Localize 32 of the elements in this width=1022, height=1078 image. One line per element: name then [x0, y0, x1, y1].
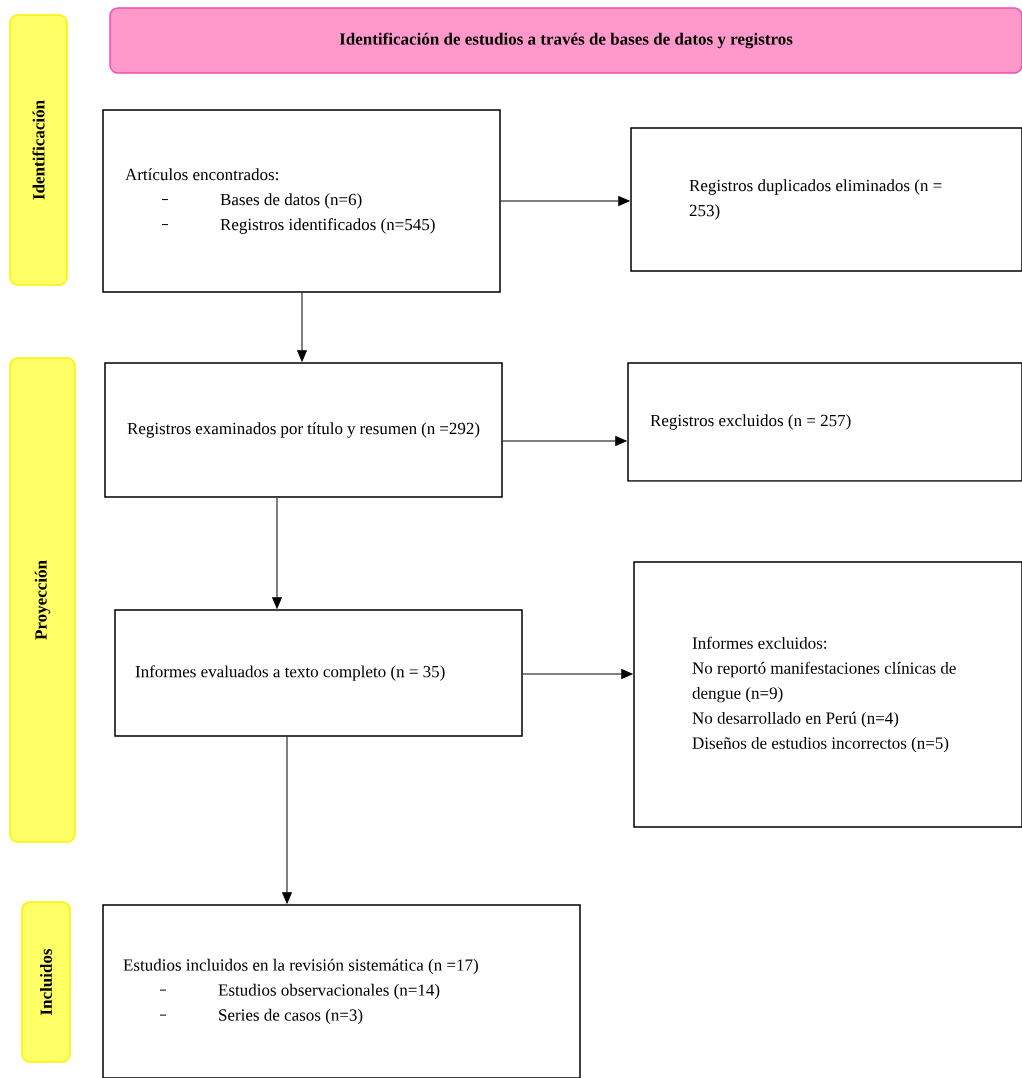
- process-box: [630, 127, 1022, 272]
- node-label: Informes evaluados a texto completo (n = 35): [135, 665, 445, 681]
- node-label: Diseños de estudios incorrectos (n=5): [692, 736, 949, 753]
- process-box: [114, 609, 523, 737]
- process-box: [633, 561, 1022, 828]
- node-label: Informes excluidos:: [692, 636, 827, 649]
- node-label: Artículos encontrados:: [125, 168, 279, 181]
- arrow: [272, 497, 282, 609]
- process-box: [104, 362, 503, 498]
- arrow: [522, 669, 633, 679]
- node-label: Estudios incluidos en la revisión sistemática (n =17): [123, 958, 478, 975]
- phase-label: [9, 14, 68, 286]
- phase-label: [21, 901, 71, 1063]
- arrow: [282, 736, 292, 904]
- node-label: No desarrollado en Perú (n=4): [692, 711, 899, 728]
- arrow: [502, 436, 627, 446]
- node-label: Bases de datos (n=6): [220, 193, 362, 209]
- arrow: [500, 196, 630, 206]
- node-label: Registros identificados (n=545): [220, 218, 435, 234]
- process-box: [102, 904, 581, 1078]
- node-label: Estudios observacionales (n=14): [218, 983, 440, 1000]
- phase-label: [9, 357, 76, 843]
- node-label: Identificación de estudios a través de bases de datos y registros: [339, 32, 793, 49]
- node-label: Registros duplicados eliminados (n = 253): [689, 179, 942, 220]
- node-label: Series de casos (n=3): [219, 1008, 363, 1025]
- process-box: [102, 109, 501, 293]
- arrow: [297, 292, 307, 362]
- node-label: No reportó manifestaciones clínicas de dengue (n=9): [692, 661, 956, 703]
- process-box: [627, 362, 1022, 482]
- header-banner: [109, 7, 1022, 74]
- node-label: Registros excluidos (n = 257): [650, 414, 851, 430]
- node-label: Registros examinados por título y resumen (n =292): [127, 422, 480, 438]
